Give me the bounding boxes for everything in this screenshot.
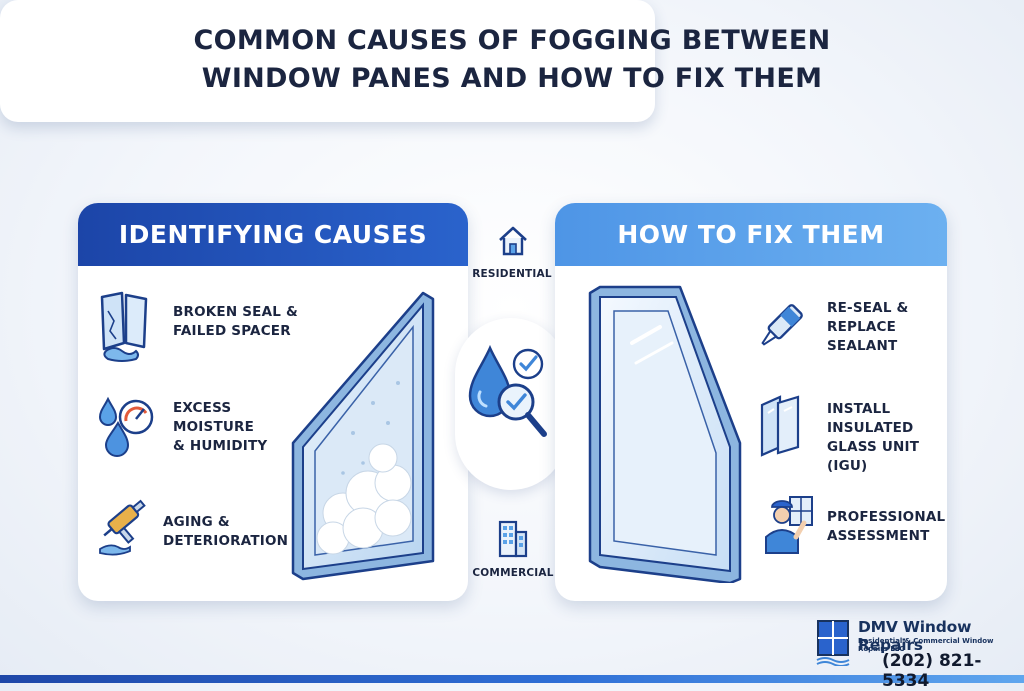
fix-1-line-1: RE-SEAL & [827, 300, 909, 316]
caulk-gun-icon [99, 499, 146, 556]
cause-3-line-2: DETERIORATION [163, 533, 289, 549]
window-logo-icon [816, 620, 850, 666]
title-line-1: COMMON CAUSES OF FOGGING BETWEEN [193, 25, 831, 56]
sealant-tube-icon [761, 304, 803, 346]
causes-heading: IDENTIFYING CAUSES [78, 203, 468, 266]
title-line-2: WINDOW PANES AND HOW TO FIX THEM [201, 63, 823, 94]
cause-1-line-1: BROKEN SEAL & [173, 304, 298, 320]
foggy-window-illustration [291, 291, 435, 581]
cause-1-line-2: FAILED SPACER [173, 323, 291, 339]
fix-1-line-3: SEALANT [827, 338, 898, 354]
fixes-heading: HOW TO FIX THEM [555, 203, 947, 266]
cause-label-moisture: EXCESS MOISTURE & HUMIDITY [173, 399, 267, 456]
cause-3-line-1: AGING & [163, 514, 230, 530]
fix-label-assessment: PROFESSIONAL ASSESSMENT [827, 508, 945, 546]
cause-label-broken-seal: BROKEN SEAL & FAILED SPACER [173, 303, 298, 341]
fix-3-line-2: ASSESSMENT [827, 528, 930, 544]
fix-2-line-3: GLASS UNIT (IGU) [827, 439, 920, 474]
office-building-icon [498, 520, 528, 558]
broken-glass-icon [100, 291, 148, 362]
cause-label-aging: AGING & DETERIORATION [163, 513, 288, 551]
technician-icon [765, 496, 813, 554]
commercial-label: COMMERCIAL [472, 567, 554, 579]
brand-subtitle: Residential & Commercial Window Repairs … [858, 637, 994, 653]
fix-3-line-1: PROFESSIONAL [827, 509, 946, 525]
fix-label-igu: INSTALL INSULATED GLASS UNIT (IGU) [827, 400, 947, 476]
fix-2-line-2: INSULATED [827, 420, 914, 436]
brand-name: DMV Window Repairs [858, 618, 972, 654]
brand-phone: (202) 821-5334 [882, 651, 982, 691]
fix-label-reseal: RE-SEAL & REPLACE SEALANT [827, 299, 909, 356]
fix-1-line-2: REPLACE [827, 319, 897, 335]
glass-panes-icon [760, 395, 800, 457]
causes-panel: IDENTIFYING CAUSES BROKEN SEAL & FAILED … [78, 203, 468, 601]
fix-2-line-1: INSTALL [827, 401, 891, 417]
residential-label: RESIDENTIAL [472, 268, 552, 280]
house-icon [499, 226, 527, 256]
page-title: COMMON CAUSES OF FOGGING BETWEEN WINDOW … [0, 22, 1024, 98]
cause-2-line-1: EXCESS [173, 400, 232, 416]
clear-window-illustration [588, 285, 742, 583]
fixes-panel: HOW TO FIX THEM RE-SEAL & REPLACE SEALAN… [555, 203, 947, 601]
water-drop-check-icon [468, 344, 547, 437]
cause-2-line-2: MOISTURE [173, 419, 255, 435]
cause-2-line-3: & HUMIDITY [173, 438, 268, 454]
humidity-gauge-icon [98, 396, 154, 457]
